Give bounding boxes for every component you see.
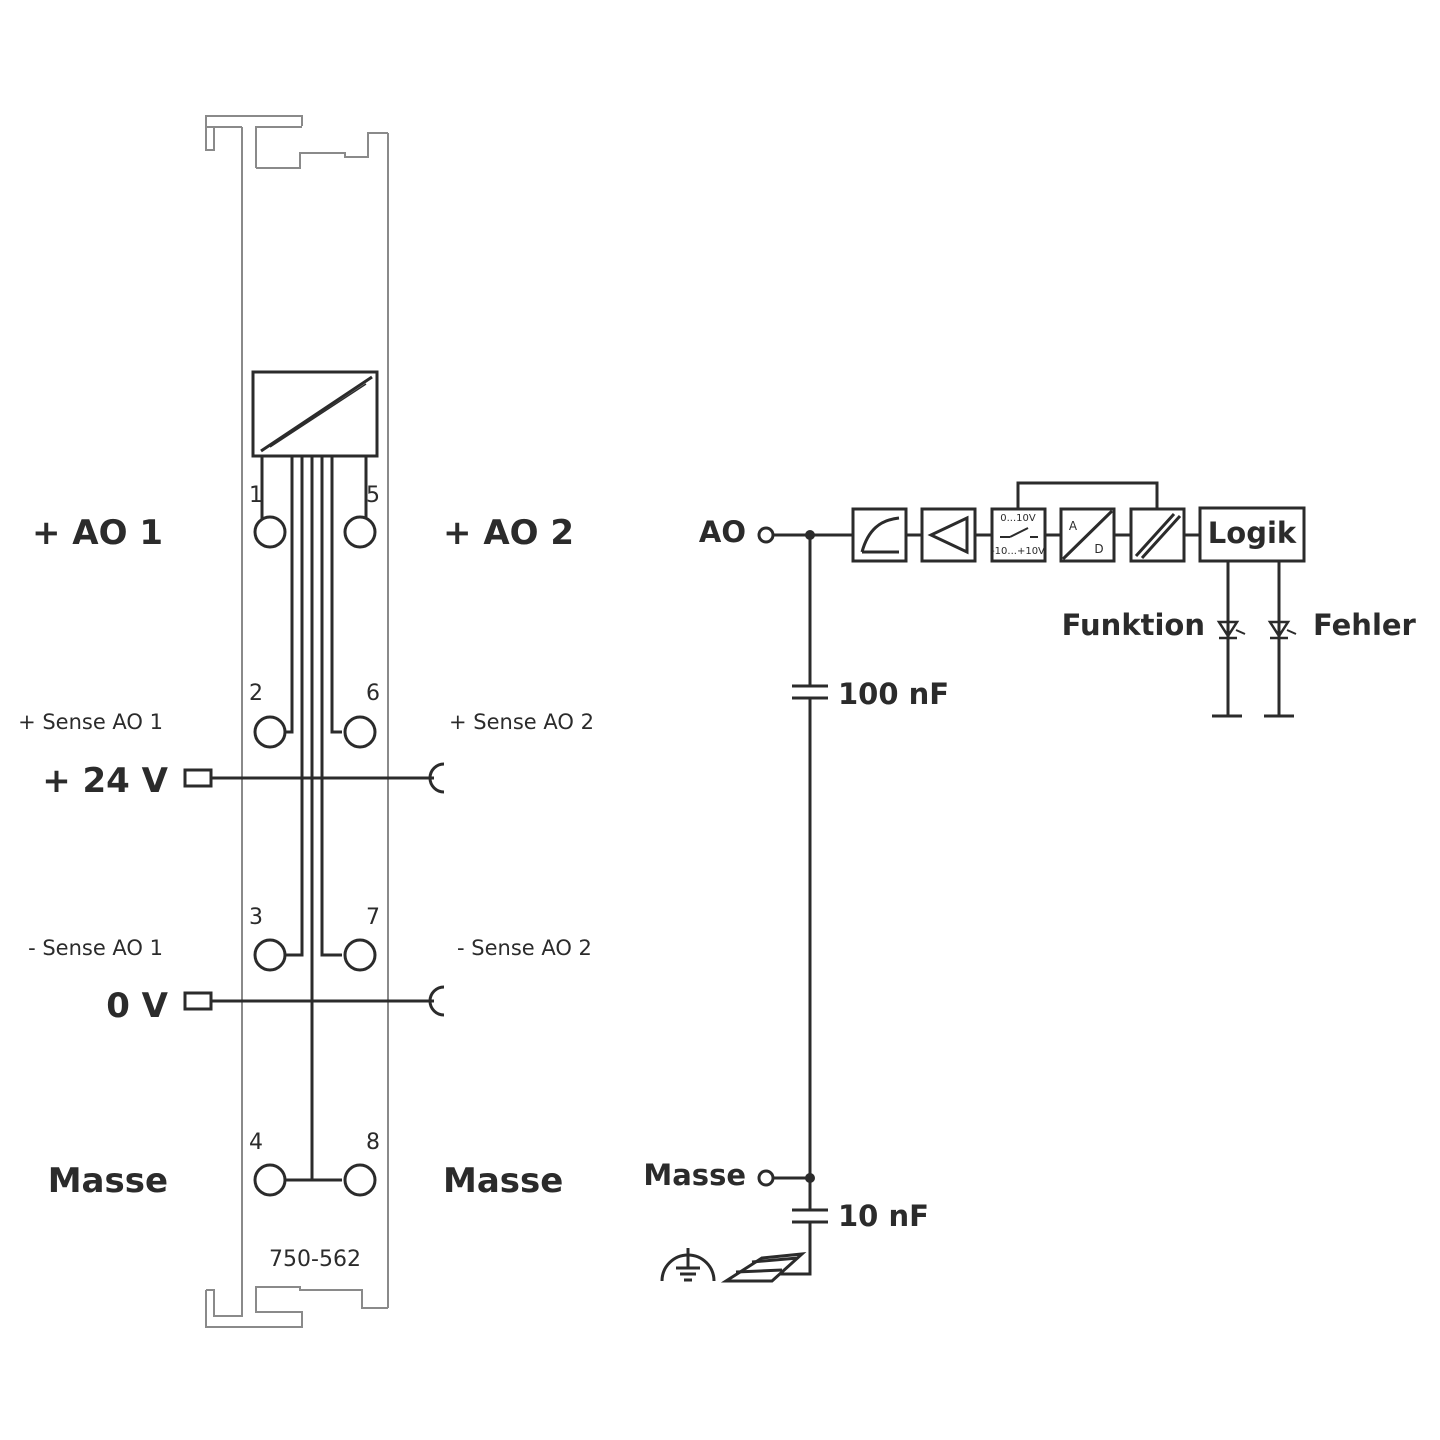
terminal-4[interactable] [253,1163,287,1197]
logic-label: Logik [1208,516,1297,550]
terminal-1[interactable] [253,515,287,549]
terminal-number-8: 8 [366,1130,380,1155]
terminal-6[interactable] [343,715,377,749]
led-fehler [1264,561,1297,718]
terminal-8[interactable] [343,1163,377,1197]
terminal-number-5: 5 [366,483,380,508]
adc-block: A D [1059,507,1116,563]
logic-block: Logik [1198,506,1306,563]
amplifier-block [920,507,977,563]
terminal-5[interactable] [343,515,377,549]
label-sense-ao2-minus: - Sense AO 2 [457,936,592,960]
power-rail-0v [183,985,445,1017]
terminal-2[interactable] [253,715,287,749]
label-sense-ao1-minus: - Sense AO 1 [28,936,163,960]
earth-ground-icon [660,1248,716,1282]
masse-circuit-label: Masse [643,1158,746,1192]
terminal-3[interactable] [253,938,287,972]
din-rail-icon [720,1252,807,1283]
range-top-label: 0...10V [1000,513,1036,524]
label-sense-ao2-plus: + Sense AO 2 [449,710,594,734]
led-funktion [1212,561,1246,718]
fehler-label: Fehler [1313,608,1417,642]
module-housing [205,115,389,1328]
funktion-label: Funktion [1062,608,1205,642]
label-24v: + 24 V [42,761,168,801]
range-switch-block: 0...10V -10...+10V [990,507,1047,563]
internal-wiring [260,456,368,1182]
adc-d-label: D [1094,542,1103,556]
label-masse-right: Masse [443,1161,563,1201]
cap1-label: 100 nF [838,677,949,711]
label-masse-left: Masse [48,1161,168,1201]
label-ao1: + AO 1 [32,513,163,553]
filter-block [851,507,908,563]
power-rail-24v [183,762,445,794]
terminal-number-3: 3 [249,905,263,930]
isolation-block [1129,507,1186,563]
terminal-7[interactable] [343,938,377,972]
circuit-wiring [757,481,1200,1276]
terminal-number-4: 4 [249,1130,263,1155]
range-bottom-label: -10...+10V [991,546,1045,557]
terminal-number-6: 6 [366,681,380,706]
converter-block [251,370,379,458]
label-0v: 0 V [106,986,168,1026]
adc-a-label: A [1069,519,1078,533]
terminals [253,515,377,1197]
label-ao2: + AO 2 [443,513,574,553]
ao-label: AO [699,515,746,549]
terminal-number-7: 7 [366,905,380,930]
cap2-label: 10 nF [838,1199,929,1233]
terminal-number-1: 1 [249,483,263,508]
terminal-number-2: 2 [249,681,263,706]
label-sense-ao1-plus: + Sense AO 1 [18,710,163,734]
article-number: 750-562 [269,1247,361,1272]
